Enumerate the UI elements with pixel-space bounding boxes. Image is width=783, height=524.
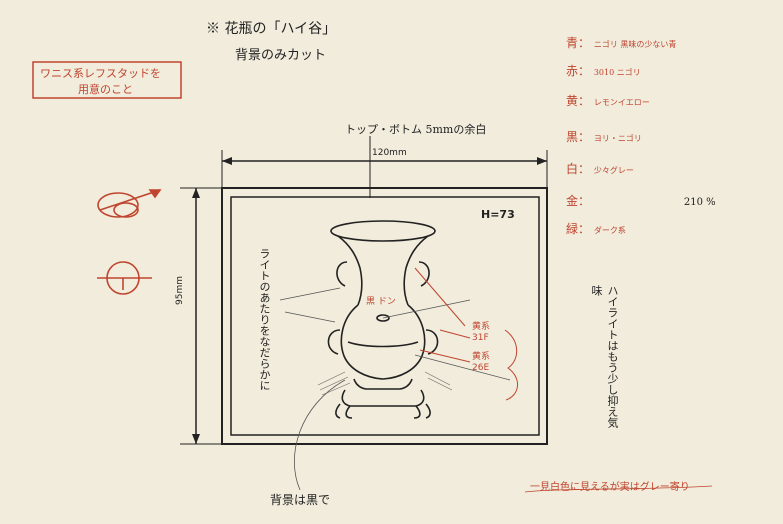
color-note-7-value: ダーク系 (593, 226, 626, 235)
color-note-4-label: 黒： (566, 130, 591, 144)
outer-frame (221, 187, 548, 445)
inner-frame (230, 196, 540, 436)
red-callout-2-line2: 26E (472, 363, 490, 373)
red-callout-1-line1: 黄系 (472, 322, 491, 332)
red-callout-2: 黄系 26E (472, 352, 490, 374)
bottom-left-note: 背景は黒で (270, 493, 331, 507)
color-note-5-label: 白： (566, 162, 591, 176)
header-subnote: 背景のみカット (235, 48, 327, 63)
red-callout-2-line1: 黄系 (472, 352, 491, 362)
right-vertical-callout: ハイライトはもう少し抑え気味 (590, 285, 619, 428)
color-note-4: 黒： ヨリ・ニゴリ (566, 128, 642, 145)
width-arrow-left (222, 157, 232, 165)
vase-drawing (327, 220, 439, 419)
color-note-7-label: 緑： (566, 222, 591, 236)
color-note-2: 赤： 3010 ニゴリ (566, 62, 641, 79)
width-arrow-right (537, 157, 547, 165)
note-box-line1: ワニス系レフスタッドを (40, 67, 161, 80)
width-label: 120mm (372, 148, 407, 158)
note-box-line2: 用意のこと (78, 83, 133, 96)
red-callout-1: 黄系 31F (472, 322, 490, 344)
note-box (32, 61, 182, 99)
color-note-6-label: 金： (566, 194, 591, 208)
red-callout-1-line2: 31F (472, 333, 489, 343)
top-margin-note: トップ・ボトム 5mmの余白 (345, 123, 487, 136)
height-arrow-bottom (192, 434, 200, 444)
color-note-6: 金： 210 % (566, 192, 716, 209)
center-mark: 黒 ドン (366, 297, 396, 307)
height-arrow-top (192, 188, 200, 198)
bottom-note-underline (524, 485, 713, 493)
bottom-right-note: 一見白色に見えるが実はグレー寄り (530, 482, 690, 493)
base-hatching (317, 371, 453, 396)
left-vertical-callout: ライトのあたりをなだらかに (258, 248, 271, 391)
callout-lines (279, 287, 511, 491)
color-note-7: 緑： ダーク系 (566, 220, 626, 237)
color-note-5: 白： 少々グレー (566, 160, 634, 177)
color-note-4-value: ヨリ・ニゴリ (593, 134, 642, 143)
header-note: ※ 花瓶の「ハイ谷」 (206, 21, 337, 37)
color-note-3-label: 黄： (566, 94, 591, 108)
color-note-2-label: 赤： (566, 64, 591, 78)
h-label: H=73 (481, 208, 515, 221)
color-note-3-value: レモンイエロー (593, 98, 650, 107)
color-note-1-value: ニゴリ 黒味の少ない青 (593, 40, 677, 49)
color-note-5-value: 少々グレー (593, 166, 634, 175)
color-note-2-value: 3010 ニゴリ (593, 68, 641, 77)
color-note-6-value: 210 % (683, 197, 716, 208)
camera-icon-bottom (97, 261, 152, 295)
color-note-1: 青： ニゴリ 黒味の少ない青 (566, 34, 676, 51)
color-note-1-label: 青： (566, 36, 591, 50)
red-callout-lines (414, 267, 518, 401)
height-label: 95mm (175, 276, 185, 305)
color-note-3: 黄： レモンイエロー (566, 92, 650, 109)
camera-icon-top (97, 189, 162, 218)
